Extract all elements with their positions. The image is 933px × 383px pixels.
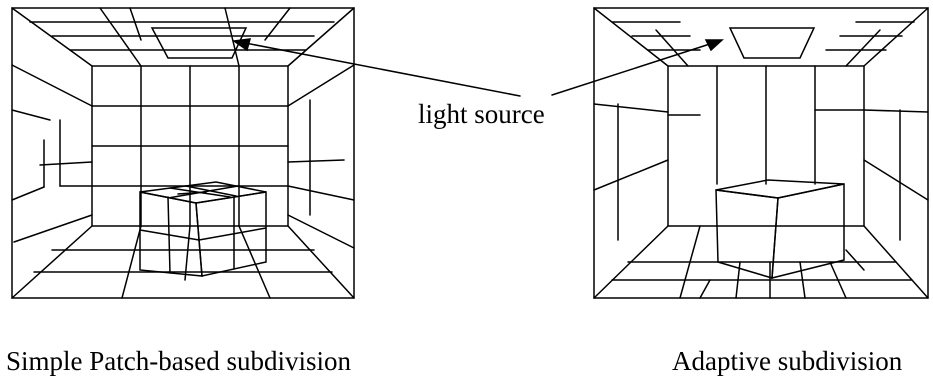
left-back-wall-grid xyxy=(91,65,289,227)
right-outer-wall-frame xyxy=(593,7,929,299)
arrow-to-left-light xyxy=(239,41,521,97)
light-source-label: light source xyxy=(418,99,545,129)
left-light-fixture xyxy=(150,27,248,59)
left-outer-wall-frame xyxy=(11,7,355,299)
left-room-diagram xyxy=(11,7,355,299)
right-light-fixture xyxy=(728,27,816,59)
left-room-edges xyxy=(11,7,355,299)
right-cube xyxy=(715,179,845,279)
right-room-edges xyxy=(593,7,929,299)
right-back-wall-grid xyxy=(667,65,865,185)
arrow-to-right-light xyxy=(551,41,717,96)
left-ceiling-grid xyxy=(29,7,335,67)
arrowhead-right-icon xyxy=(704,39,724,52)
right-floor-grid xyxy=(611,225,913,299)
arrowhead-left-icon xyxy=(231,38,252,52)
left-floor-grid xyxy=(33,225,333,299)
right-caption: Adaptive subdivision xyxy=(672,346,903,376)
left-cube xyxy=(139,181,267,277)
right-side-wall-lines-left-panel xyxy=(287,64,355,249)
left-caption: Simple Patch-based subdivision xyxy=(6,346,351,376)
light-source-annotation: light source xyxy=(231,38,724,129)
left-side-wall-lines xyxy=(11,64,93,243)
right-room-diagram xyxy=(593,7,929,299)
right-side-wall-lines xyxy=(593,103,929,241)
